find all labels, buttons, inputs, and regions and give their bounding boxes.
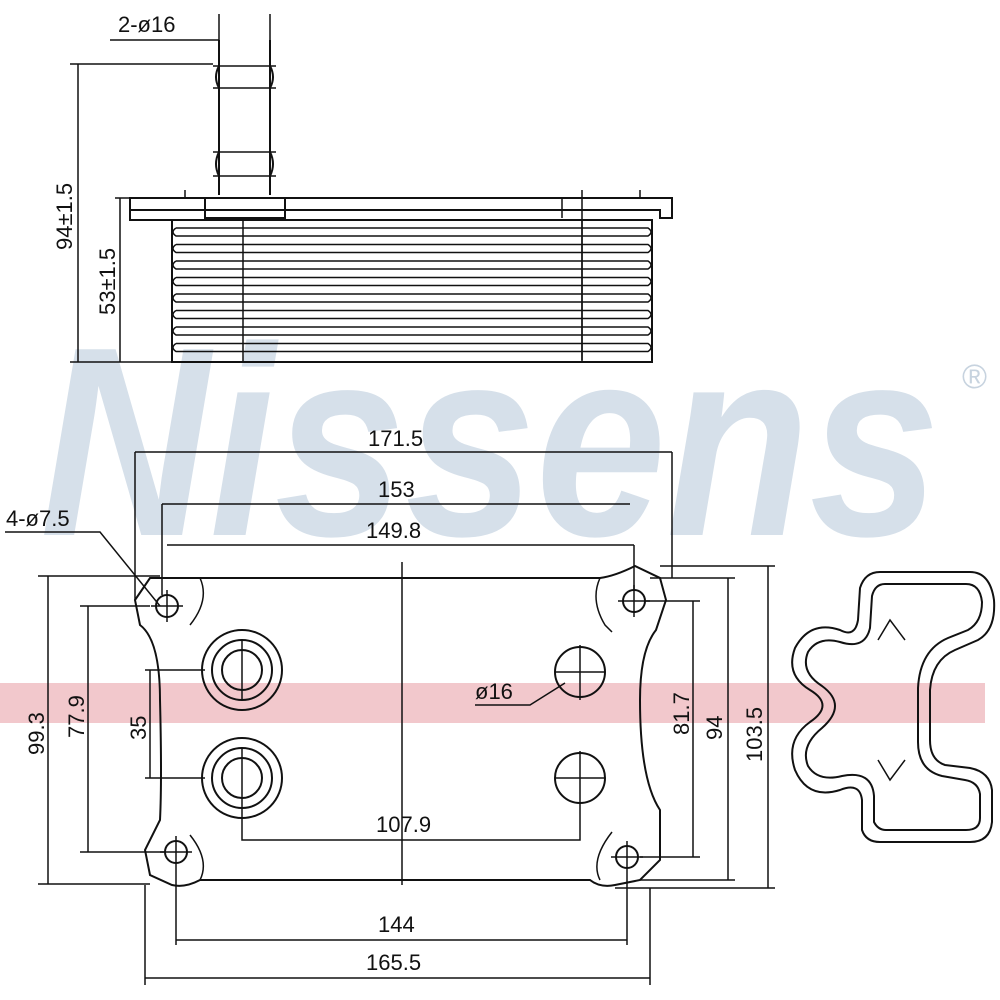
body-height-label: 53±1.5 bbox=[95, 248, 120, 315]
cooler-plate bbox=[172, 243, 652, 254]
cooler-top-outline bbox=[133, 564, 668, 887]
cooler-plate bbox=[172, 276, 652, 287]
dim-107-9-line bbox=[241, 805, 581, 841]
port-leader bbox=[475, 682, 566, 706]
port-spacing-label: 35 bbox=[126, 716, 151, 740]
width-149-8-label: 149.8 bbox=[366, 518, 421, 543]
dim-81-7-line bbox=[640, 600, 700, 858]
dim-165-5-line bbox=[144, 885, 651, 985]
cooler-plate bbox=[172, 293, 652, 303]
side-dim-lines bbox=[70, 63, 213, 363]
port-hole-upper bbox=[554, 645, 606, 700]
port-hole-lower bbox=[554, 751, 606, 805]
cooler-plate bbox=[172, 342, 652, 353]
dim-149-8-line bbox=[167, 544, 635, 590]
pipe-dim-lines bbox=[110, 14, 271, 41]
pipe-bands bbox=[213, 65, 276, 177]
outlet-port bbox=[201, 737, 283, 819]
dim-99-3-line bbox=[38, 575, 160, 885]
cooler-plate bbox=[172, 227, 652, 237]
watermark-band bbox=[0, 683, 985, 723]
height-81-7-label: 81.7 bbox=[669, 692, 694, 735]
pipe-diameter-label: 2-ø16 bbox=[118, 12, 175, 37]
dim-103-5-line bbox=[615, 565, 775, 889]
width-bottom-label: 165.5 bbox=[366, 950, 421, 975]
top-view: 171.5 153 149.8 4-ø7.5 ø16 99.3 77.9 35 … bbox=[5, 426, 775, 985]
watermark-brand: Nissens bbox=[40, 292, 940, 593]
cooler-body bbox=[171, 219, 653, 363]
dim-144-line bbox=[175, 868, 628, 945]
side-view: 2-ø16 94±1.5 53±1.5 bbox=[52, 12, 673, 363]
gasket-outer bbox=[791, 571, 996, 843]
watermark: Nissens ® bbox=[0, 292, 987, 723]
bolt-spacing-label: 144 bbox=[378, 912, 415, 937]
dim-77-9-line bbox=[80, 605, 165, 853]
height-99-3-label: 99.3 bbox=[24, 712, 49, 755]
port-offset-label: 107.9 bbox=[376, 812, 431, 837]
side-flange bbox=[129, 197, 673, 219]
overall-height-label: 94±1.5 bbox=[52, 183, 77, 250]
gasket bbox=[791, 571, 996, 843]
mounting-hole-br bbox=[611, 841, 643, 873]
gasket-ribs bbox=[877, 618, 906, 782]
gasket-inner bbox=[804, 583, 984, 831]
mounting-hole-tl bbox=[151, 590, 183, 622]
side-flange-left bbox=[129, 198, 178, 221]
flange-details bbox=[184, 190, 641, 360]
dim-153-line bbox=[161, 503, 630, 595]
width-153-label: 153 bbox=[378, 477, 415, 502]
inlet-port bbox=[201, 629, 283, 711]
height-103-5-label: 103.5 bbox=[742, 707, 767, 762]
body-partitions bbox=[242, 220, 583, 362]
width-171-5-label: 171.5 bbox=[368, 426, 423, 451]
corner-ears bbox=[189, 577, 613, 881]
pipe-outline bbox=[218, 40, 271, 195]
watermark-registered-mark: ® bbox=[962, 358, 987, 396]
pipe-flares bbox=[215, 65, 274, 177]
pipe-base bbox=[204, 197, 286, 219]
height-94-label: 94 bbox=[702, 716, 727, 740]
dim-35-line bbox=[145, 669, 205, 779]
height-77-9-label: 77.9 bbox=[64, 695, 89, 738]
dim-94-line bbox=[640, 577, 735, 881]
cooler-plates bbox=[172, 227, 652, 353]
cooler-plate bbox=[172, 309, 652, 320]
cooler-plate bbox=[172, 326, 652, 336]
holes-label: 4-ø7.5 bbox=[6, 506, 70, 531]
cooler-plate bbox=[172, 260, 652, 270]
holes-leader bbox=[5, 531, 161, 607]
port-diameter-label: ø16 bbox=[475, 679, 513, 704]
